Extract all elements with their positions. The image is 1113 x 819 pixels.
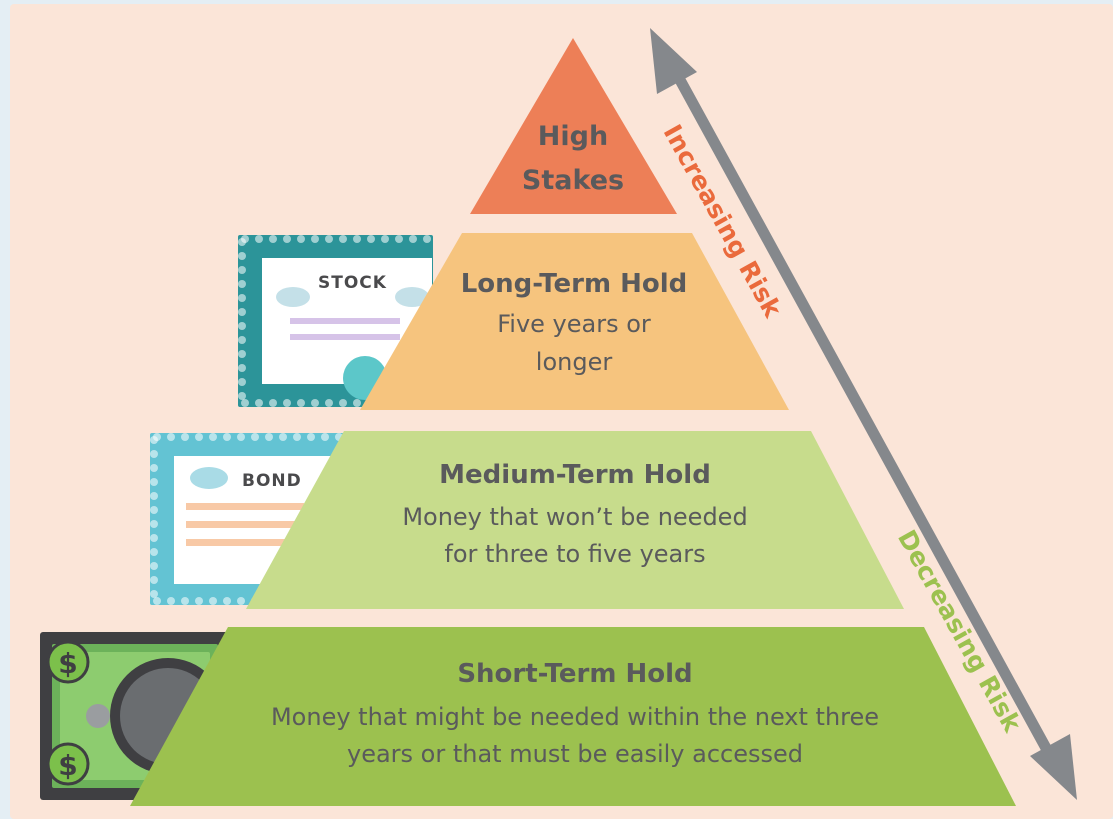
medium-term-line1: Money that won’t be needed (402, 503, 747, 531)
high-stakes-line2: Stakes (522, 165, 624, 196)
risk-double-arrow-icon (650, 28, 1077, 800)
dollar-symbol-top: $ (58, 647, 77, 680)
dollar-coin-top (46, 640, 90, 684)
tier-long-term (360, 233, 789, 410)
dollar-coin-bottom (46, 742, 90, 786)
long-term-line2: longer (536, 348, 613, 376)
short-term-title: Short-Term Hold (457, 659, 692, 689)
background-panel (10, 4, 1113, 819)
tier-high-stakes (470, 38, 677, 214)
bond-label: BOND (242, 471, 302, 491)
tier-medium-term (246, 431, 904, 609)
short-term-line1: Money that might be needed within the ne… (271, 703, 879, 731)
high-stakes-line1: High (538, 121, 608, 152)
medium-term-line2: for three to five years (444, 540, 705, 568)
medium-term-title: Medium-Term Hold (439, 460, 711, 490)
tier-short-term (130, 627, 1016, 806)
long-term-line1: Five years or (497, 310, 651, 338)
long-term-title: Long-Term Hold (461, 269, 688, 299)
short-term-line2: years or that must be easily accessed (347, 740, 803, 768)
stock-label: STOCK (318, 273, 387, 293)
dollar-symbol-bottom: $ (58, 749, 77, 782)
